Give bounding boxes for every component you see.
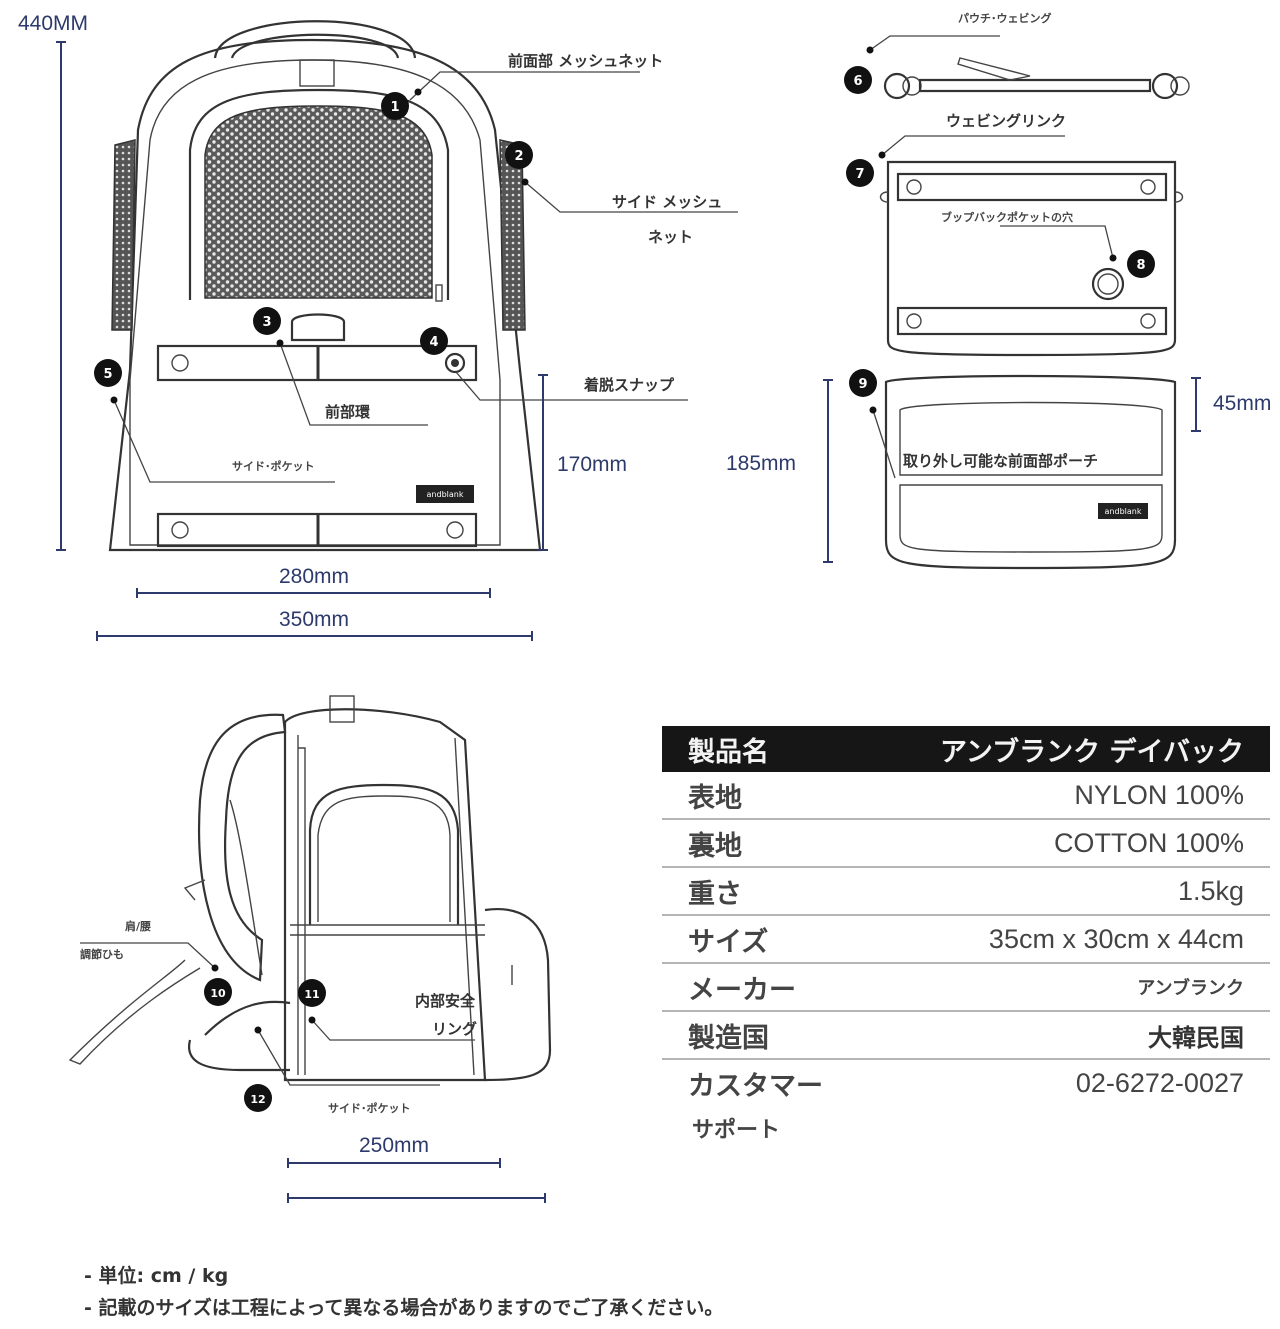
webbing-link-panel [886, 160, 1177, 357]
svg-text:250mm: 250mm [359, 1134, 429, 1157]
svg-text:調節ひも: 調節ひも [80, 947, 124, 961]
svg-text:7: 7 [855, 167, 864, 182]
callout-9: 9 [849, 369, 877, 414]
side-mesh-window [308, 783, 460, 925]
side-pocket [484, 908, 552, 1082]
shoulder-strap [198, 713, 287, 982]
callout-5: 5 [94, 359, 122, 404]
svg-text:6: 6 [853, 74, 862, 89]
table-row: 重さ 1.5kg [662, 867, 1270, 916]
side-view: 肩/腰 調節ひも 内部安全 リング サイド･ポケット 250mm [68, 695, 552, 1203]
table-row: サイズ 35cm x 30cm x 44cm [662, 915, 1270, 964]
svg-text:前面部 メッシュネット: 前面部 メッシュネット [508, 52, 663, 70]
topback-hole [1091, 267, 1125, 301]
svg-text:11: 11 [304, 988, 319, 1001]
note-unit: - 単位: cm / kg [84, 1265, 229, 1287]
spec-header-row: 製品名 アンブランク デイバック [662, 726, 1270, 772]
svg-text:ブップバックポケットの穴: ブップバックポケットの穴 [941, 210, 1073, 224]
svg-text:280mm: 280mm [279, 565, 349, 588]
svg-text:9: 9 [858, 377, 867, 392]
svg-text:パウチ･ウェビング: パウチ･ウェビング [958, 11, 1052, 25]
front-view: andblank 前面部 メッシュネット サイド メッシュ ネット 前部環 着脱… [18, 12, 738, 641]
table-row: メーカー アンブランク [662, 963, 1270, 1012]
svg-text:サイド メッシュ: サイド メッシュ [612, 193, 722, 211]
svg-text:内部安全: 内部安全 [415, 992, 476, 1010]
brand-tag [416, 485, 474, 503]
zipper-pull [435, 284, 443, 302]
svg-text:サイド･ポケット: サイド･ポケット [232, 459, 315, 473]
front-body [108, 38, 542, 552]
svg-text:10: 10 [210, 987, 226, 1000]
svg-text:1: 1 [390, 100, 399, 115]
svg-text:170mm: 170mm [557, 453, 627, 476]
callout-1: 1 [381, 88, 422, 120]
table-row: 製造国 大韓民国 [662, 1011, 1270, 1060]
svg-text:2: 2 [514, 149, 523, 164]
svg-text:ウェビングリンク: ウェビングリンク [946, 112, 1066, 130]
table-row: 裏地 COTTON 100% [662, 819, 1270, 868]
svg-text:350mm: 350mm [279, 608, 349, 631]
snap-button [444, 352, 466, 374]
side-mesh-left [111, 139, 136, 331]
callout-2: 2 [505, 141, 533, 186]
svg-text:サイド･ポケット: サイド･ポケット [328, 1101, 411, 1115]
svg-text:andblank: andblank [1105, 507, 1142, 516]
svg-text:リング: リング [432, 1020, 477, 1038]
callout-3: 3 [253, 307, 284, 347]
pouch-webbing-strap [918, 78, 1152, 93]
spec-header-key: 製品名 [662, 726, 884, 772]
callout-4: 4 [420, 327, 448, 355]
callout-8: 8 [1109, 250, 1155, 278]
svg-text:andblank: andblank [427, 490, 464, 499]
svg-text:着脱スナップ: 着脱スナップ [583, 376, 675, 394]
callout-12: 12 [244, 1026, 272, 1112]
table-row: カスタマー 02-6272-0027 [688, 1067, 1244, 1102]
accessories-view: パウチ･ウェビング ウェビングリンク ブップバックポケットの穴 andblank… [726, 11, 1271, 570]
svg-text:肩/腰: 肩/腰 [125, 919, 151, 933]
svg-text:12: 12 [250, 1093, 265, 1106]
table-row: 表地 NYLON 100% [662, 772, 1270, 820]
callout-11: 11 [298, 979, 326, 1024]
svg-text:4: 4 [429, 335, 438, 350]
front-ring [290, 313, 346, 342]
svg-text:45mm: 45mm [1213, 392, 1271, 415]
detachable-pouch [884, 374, 1177, 570]
callout-10: 10 [204, 964, 232, 1006]
svg-text:ネット: ネット [648, 228, 693, 246]
side-body [283, 708, 487, 1082]
spec-key-continued: サポート [692, 1118, 781, 1143]
callout-markers: 1 2 3 4 5 6 7 8 9 10 11 12 [94, 46, 1155, 1112]
callout-6: 6 [844, 46, 874, 94]
svg-text:5: 5 [103, 367, 112, 382]
svg-text:取り外し可能な前面部ポーチ: 取り外し可能な前面部ポーチ [903, 452, 1098, 470]
spec-table: 製品名 アンブランク デイバック 表地 NYLON 100% 裏地 COTTON… [662, 726, 1270, 1106]
front-mesh-net [204, 105, 433, 299]
spec-header-value: アンブランク デイバック [884, 726, 1270, 772]
notes: - 単位: cm / kg - 記載のサイズは工程によって異なる場合がありますの… [84, 1260, 723, 1324]
svg-text:3: 3 [262, 315, 271, 330]
svg-text:前部環: 前部環 [325, 403, 371, 421]
note-disclaimer: - 記載のサイズは工程によって異なる場合がありますのでご了承ください。 [84, 1297, 724, 1319]
top-handle [213, 20, 417, 59]
callout-7: 7 [846, 151, 886, 187]
svg-text:185mm: 185mm [726, 452, 796, 475]
svg-text:440MM: 440MM [18, 12, 88, 35]
svg-text:8: 8 [1136, 258, 1145, 273]
